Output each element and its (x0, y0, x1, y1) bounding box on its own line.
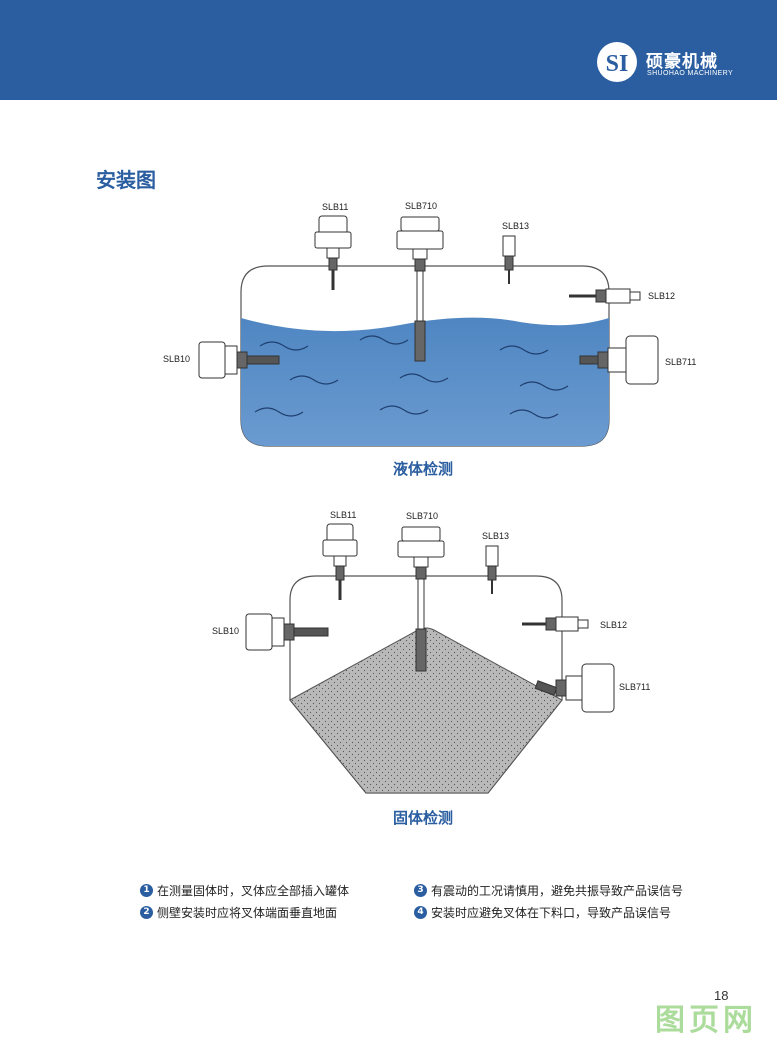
brand-name-en: SHUOHAO MACHINERY (647, 70, 734, 77)
slb10-sensor (198, 341, 280, 379)
note-number: 1 (140, 884, 153, 897)
caption-solid: 固体检测 (393, 809, 454, 827)
slb710-sensor (396, 216, 444, 362)
liquid-waves (254, 335, 569, 419)
slb710-sensor-solid (397, 526, 445, 672)
label-slb710-solid: SLB710 (406, 511, 438, 521)
note-4: 4 安装时应避免叉体在下料口，导致产品误信号 (414, 904, 671, 921)
caption-liquid: 液体检测 (393, 460, 454, 478)
slb11-sensor (314, 215, 352, 290)
slb711-sensor (579, 335, 659, 385)
note-number: 3 (414, 884, 427, 897)
note-text: 侧壁安装时应将叉体端面垂直地面 (157, 906, 338, 920)
liquid-fill (241, 317, 609, 446)
note-1: 1 在测量固体时，叉体应全部插入罐体 (140, 882, 349, 899)
page-number: 18 (714, 988, 729, 1003)
note-text: 在测量固体时，叉体应全部插入罐体 (157, 884, 350, 898)
label-slb711: SLB711 (665, 357, 696, 367)
logo-text: SI (606, 51, 629, 77)
slb12-sensor (569, 288, 641, 304)
slb13-sensor (502, 235, 516, 284)
slb10-sensor-solid (245, 613, 329, 651)
label-slb11: SLB11 (322, 202, 348, 212)
header-bar: SI 硕豪机械 SHUOHAO MACHINERY (0, 0, 777, 100)
slb12-sensor-solid (522, 616, 589, 632)
note-3: 3 有震动的工况请慎用，避免共振导致产品误信号 (414, 882, 683, 899)
note-number: 2 (140, 906, 153, 919)
brand-name: 硕豪机械 (646, 52, 718, 72)
label-slb12-solid: SLB12 (600, 620, 627, 630)
watermark: 图页网 (655, 1003, 757, 1038)
brand-logo: SI (597, 42, 637, 82)
note-number: 4 (414, 906, 427, 919)
label-slb13: SLB13 (502, 221, 529, 231)
note-text: 有震动的工况请慎用，避免共振导致产品误信号 (431, 884, 684, 898)
label-slb710: SLB710 (405, 201, 437, 211)
label-slb13-solid: SLB13 (482, 531, 509, 541)
slb711-sensor-solid (534, 663, 615, 713)
liquid-tank: SLB11 SLB710 SLB13 SLB12 (163, 201, 696, 447)
solid-tank: SLB11 SLB710 SLB13 SLB12 (212, 510, 650, 794)
label-slb10-solid: SLB10 (212, 626, 239, 636)
note-2: 2 侧壁安装时应将叉体端面垂直地面 (140, 904, 337, 921)
label-slb11-solid: SLB11 (330, 510, 356, 520)
label-slb711-solid: SLB711 (619, 682, 650, 692)
section-title: 安装图 (96, 168, 156, 192)
note-text: 安装时应避免叉体在下料口，导致产品误信号 (431, 906, 672, 920)
slb11-sensor-solid (322, 523, 358, 600)
label-slb10: SLB10 (163, 354, 190, 364)
slb13-sensor-solid (485, 545, 499, 594)
label-slb12: SLB12 (648, 291, 675, 301)
